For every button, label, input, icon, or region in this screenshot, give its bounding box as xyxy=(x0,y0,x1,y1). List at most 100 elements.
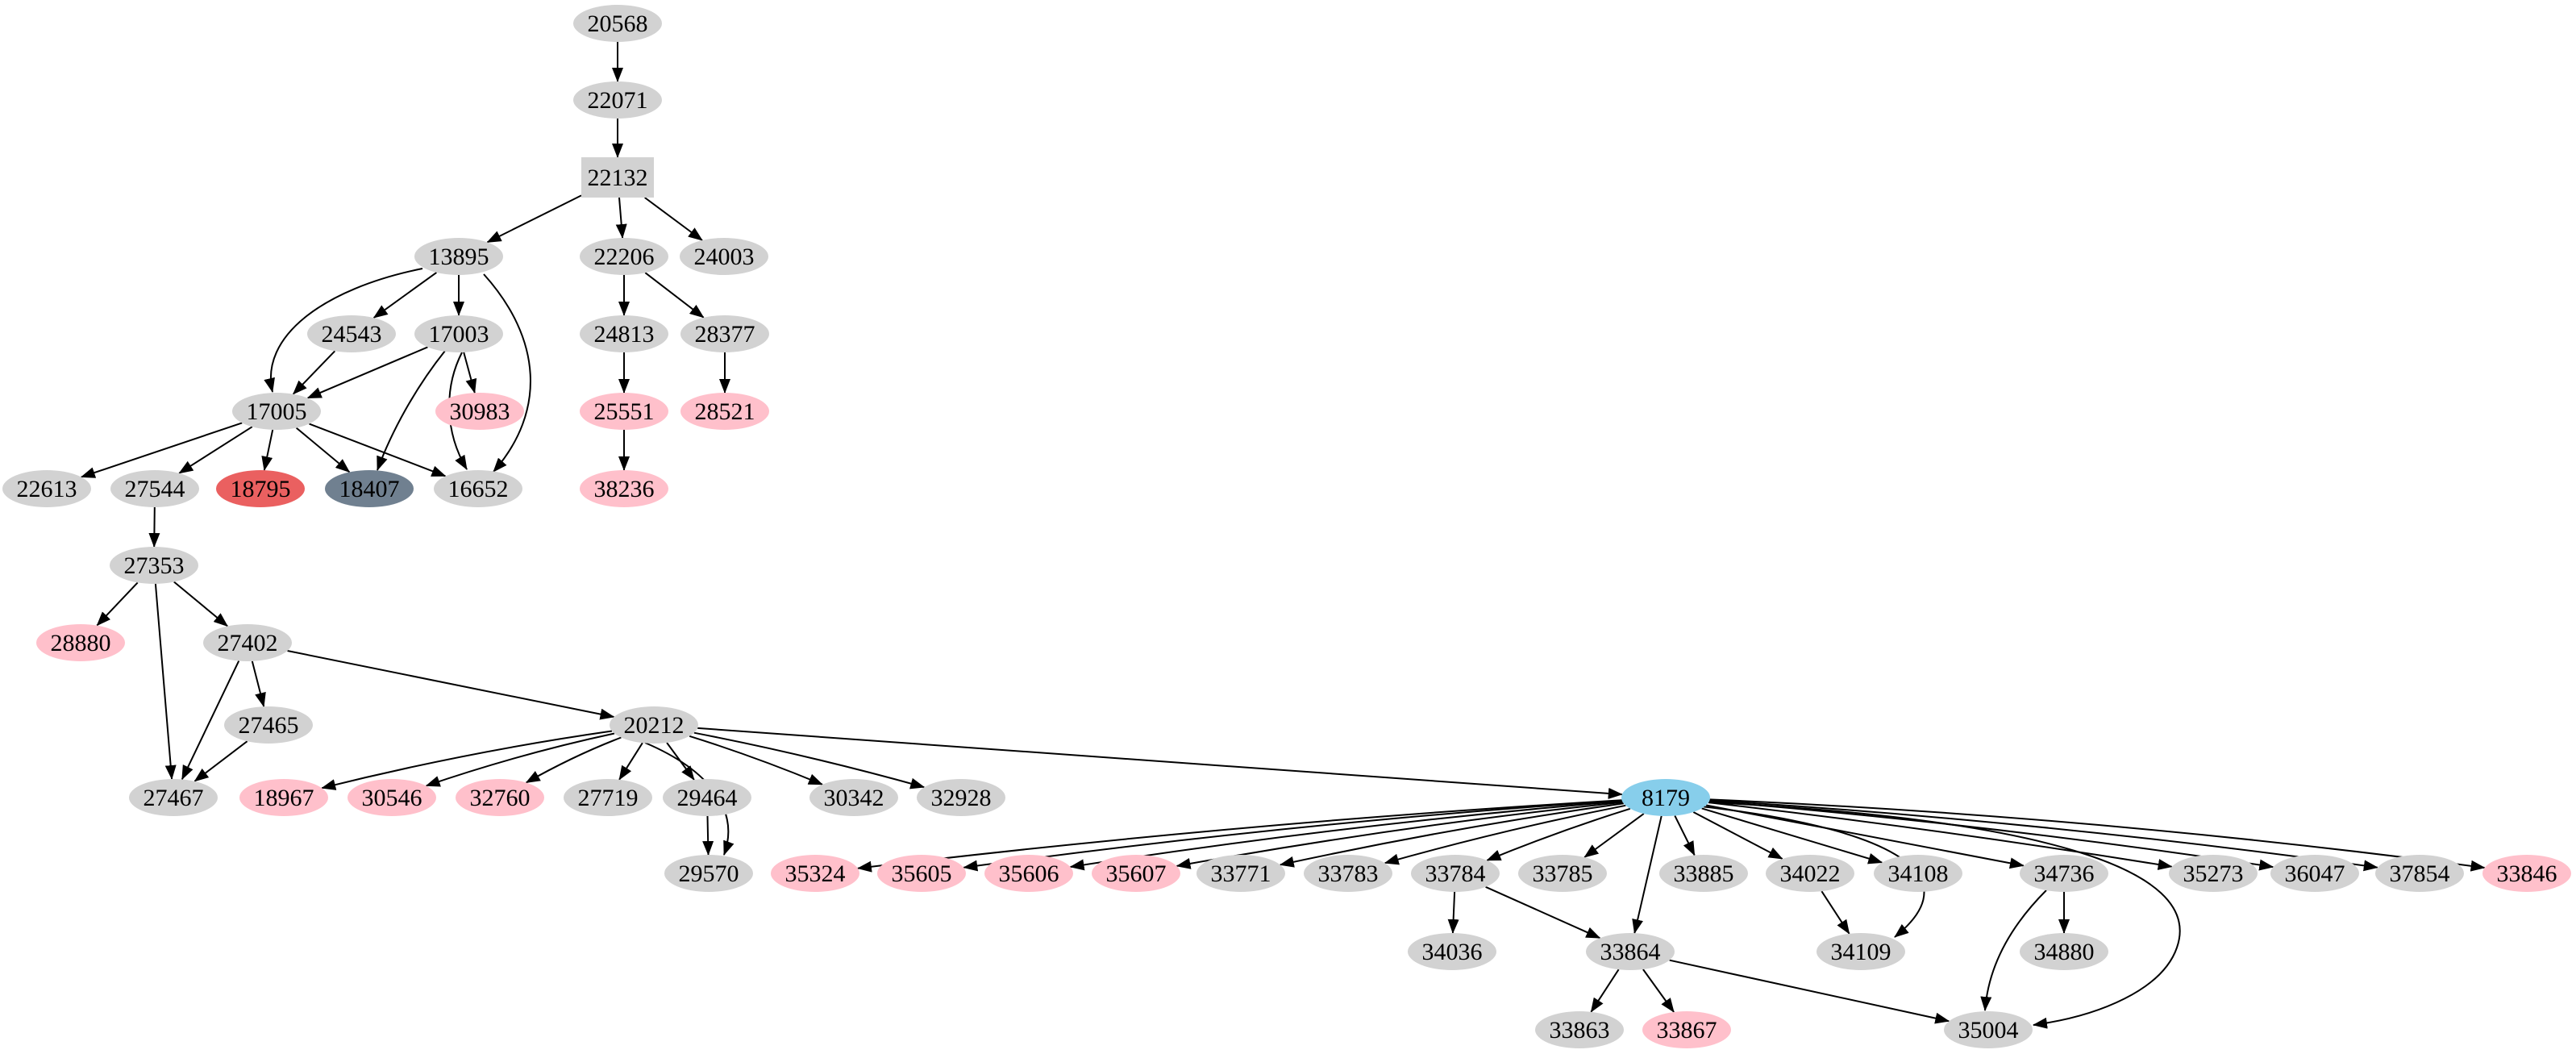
node-label: 33785 xyxy=(1533,860,1593,887)
node-label: 33771 xyxy=(1211,860,1271,887)
node-label: 33864 xyxy=(1600,939,1661,965)
node-label: 29464 xyxy=(677,785,738,811)
node-shape-ellipse xyxy=(877,855,966,892)
edge-17005-22613 xyxy=(80,422,243,478)
node-shape-ellipse xyxy=(1535,1011,1624,1048)
node-label: 35606 xyxy=(999,860,1059,887)
edge-8179-33784 xyxy=(1486,807,1631,861)
edge-24543-17005 xyxy=(292,350,336,395)
node-29464: 29464 xyxy=(663,779,751,816)
edge-20212-30546 xyxy=(425,732,615,787)
edge-33864-35004 xyxy=(1669,959,1950,1024)
node-label: 27402 xyxy=(218,630,278,656)
node-shape-ellipse xyxy=(325,470,414,507)
node-shape-ellipse xyxy=(1874,855,1962,892)
edge-8179-33864 xyxy=(1632,815,1663,935)
node-shape-ellipse xyxy=(2169,855,2258,892)
edge-8179-34109 xyxy=(1700,806,1925,938)
node-shape-ellipse xyxy=(2270,855,2359,892)
node-22613: 22613 xyxy=(2,470,91,507)
edge-8179-37854 xyxy=(1709,799,2378,872)
node-label: 28377 xyxy=(695,321,755,348)
node-shape-ellipse xyxy=(680,238,768,275)
node-label: 20568 xyxy=(588,10,648,37)
node-shape-ellipse xyxy=(580,470,668,507)
node-35605: 35605 xyxy=(877,855,966,892)
node-29570: 29570 xyxy=(664,855,753,892)
node-label: 38236 xyxy=(594,476,655,502)
node-33846: 33846 xyxy=(2482,855,2571,892)
node-27544: 27544 xyxy=(110,470,199,507)
node-24003: 24003 xyxy=(680,238,768,275)
edge-8179-34736 xyxy=(1705,804,2025,869)
edge-8179-33771 xyxy=(1279,802,1624,868)
node-label: 18795 xyxy=(231,476,291,502)
node-label: 30342 xyxy=(824,785,884,811)
node-label: 33783 xyxy=(1318,860,1379,887)
node-27467: 27467 xyxy=(129,779,218,816)
node-label: 27719 xyxy=(578,785,639,811)
node-30983: 30983 xyxy=(435,393,524,430)
node-label: 35273 xyxy=(2183,860,2244,887)
node-18795: 18795 xyxy=(216,470,305,507)
edge-20212-8179 xyxy=(697,727,1623,799)
node-label: 27544 xyxy=(125,476,185,502)
edge-22132-13895 xyxy=(486,194,582,244)
node-22071: 22071 xyxy=(573,81,662,119)
edge-27544-27353 xyxy=(148,506,160,548)
node-label: 28880 xyxy=(51,630,111,656)
node-20568: 20568 xyxy=(573,5,662,42)
node-28880: 28880 xyxy=(36,624,125,661)
node-38236: 38236 xyxy=(580,470,668,507)
node-16652: 16652 xyxy=(434,470,522,507)
edge-27402-27467 xyxy=(181,660,240,781)
node-shape-ellipse xyxy=(434,470,522,507)
edge-33784-34036 xyxy=(1447,891,1459,934)
node-shape-ellipse xyxy=(2375,855,2464,892)
node-34108: 34108 xyxy=(1874,855,1962,892)
edge-17005-27544 xyxy=(178,426,253,474)
node-shape-ellipse xyxy=(2020,855,2108,892)
edge-8179-34022 xyxy=(1692,811,1783,860)
node-shape-ellipse xyxy=(1518,855,1607,892)
node-shape-ellipse xyxy=(307,315,396,352)
node-shape-ellipse xyxy=(216,470,305,507)
node-shape-ellipse xyxy=(917,779,1005,816)
node-33867: 33867 xyxy=(1642,1011,1731,1048)
node-33783: 33783 xyxy=(1304,855,1392,892)
node-33784: 33784 xyxy=(1411,855,1500,892)
edge-20212-18967 xyxy=(321,730,613,790)
node-label: 29570 xyxy=(679,860,739,887)
node-32760: 32760 xyxy=(456,779,544,816)
node-shape-ellipse xyxy=(129,779,218,816)
node-24813: 24813 xyxy=(580,315,668,352)
node-shape-ellipse xyxy=(2,470,91,507)
node-shape-ellipse xyxy=(984,855,1073,892)
edge-27402-20212 xyxy=(287,650,615,720)
node-shape-ellipse xyxy=(1659,855,1748,892)
node-label: 37854 xyxy=(2390,860,2450,887)
edge-17005-16652 xyxy=(309,423,447,477)
node-label: 24003 xyxy=(694,244,755,270)
node-label: 34736 xyxy=(2034,860,2095,887)
node-label: 34036 xyxy=(1422,939,1483,965)
node-label: 24543 xyxy=(322,321,382,348)
node-label: 35004 xyxy=(1958,1017,2019,1044)
edge-13895-24543 xyxy=(372,272,437,319)
node-34109: 34109 xyxy=(1817,933,1905,970)
node-36047: 36047 xyxy=(2270,855,2359,892)
node-label: 33846 xyxy=(2497,860,2557,887)
node-shape-ellipse xyxy=(1642,1011,1731,1048)
node-27465: 27465 xyxy=(224,706,313,744)
node-label: 30546 xyxy=(362,785,422,811)
node-shape-ellipse xyxy=(110,470,199,507)
edge-17003-18407 xyxy=(377,350,446,471)
edge-8179-35606 xyxy=(1069,800,1623,871)
node-label: 27467 xyxy=(144,785,204,811)
node-label: 35324 xyxy=(785,860,846,887)
node-24543: 24543 xyxy=(307,315,396,352)
node-shape-ellipse xyxy=(2020,933,2108,970)
